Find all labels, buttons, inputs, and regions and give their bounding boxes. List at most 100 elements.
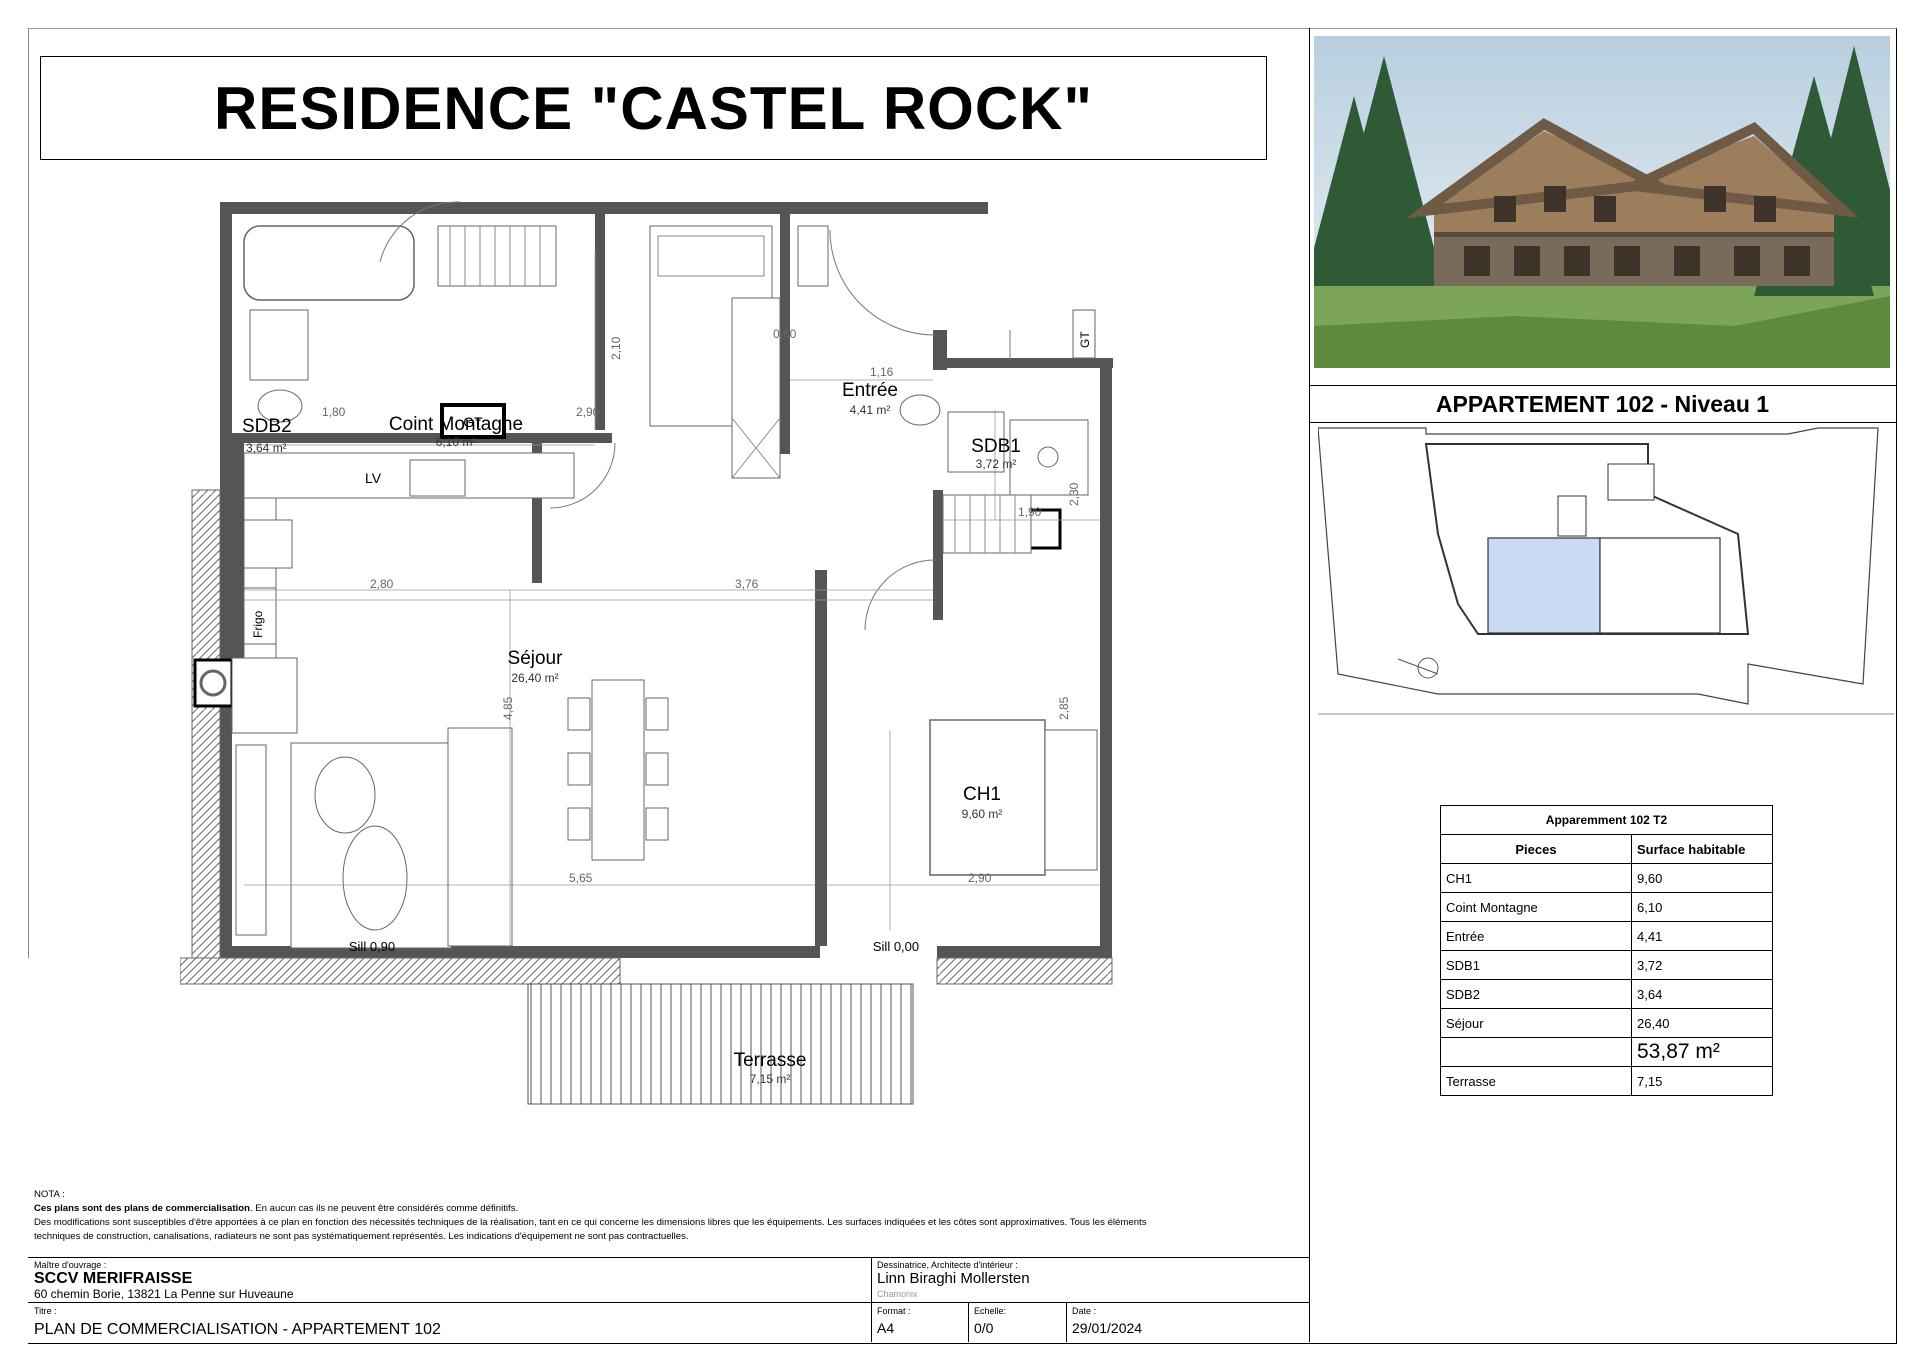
left-frame-line (28, 28, 29, 958)
gt-box-right (1072, 309, 1096, 359)
owner-name: SCCV MERIFRAISSE (34, 1270, 193, 1287)
right-panel-divider (1309, 28, 1310, 1342)
date-value: 29/01/2024 (1072, 1320, 1143, 1336)
meter-box (797, 225, 829, 287)
room-terrasse-area: 7,15 m² (750, 1072, 791, 1086)
title-block-hline (28, 1302, 871, 1303)
wardrobe-ch1-lines (954, 495, 1016, 553)
owner-label: Maître d'ouvrage : (34, 1260, 107, 1270)
dining-chairs (567, 697, 669, 841)
title-block-vline-1 (871, 1257, 872, 1342)
format-label: Format : (877, 1306, 911, 1316)
row-piece: SDB2 (1440, 979, 1632, 1009)
room-coint-area: 6,10 m² (436, 435, 477, 449)
shower-shaft (731, 297, 781, 479)
designer-name: Linn Biraghi Mollersten (877, 1270, 1030, 1287)
coffee-table-2 (342, 825, 408, 931)
room-ch1-name: CH1 (963, 784, 1001, 805)
bottom-insulation-left (180, 957, 621, 985)
scale-label: Echelle: (974, 1306, 1007, 1316)
notes-block: NOTA : Ces plans sont des plans de comme… (34, 1188, 1294, 1244)
room-entree-area: 4,41 m² (850, 403, 891, 417)
left-insulation (191, 489, 221, 961)
table-total: 53,87 m² (1631, 1037, 1773, 1067)
dim-2-10: 2,10 (609, 336, 623, 360)
room-sejour-name: Séjour (508, 648, 564, 669)
notes-line3: techniques de construction, canalisation… (34, 1231, 689, 1242)
dim-2-90-a: 2,90 (576, 405, 600, 419)
wardrobe-ch1 (942, 494, 1032, 554)
toilet-sdb1 (899, 394, 941, 426)
sill-right: Sill 0,00 (873, 939, 919, 954)
title-block-vline-3 (1066, 1302, 1067, 1342)
table-header-surface: Surface habitable (1631, 834, 1773, 864)
scale-value: 0/0 (974, 1320, 994, 1336)
row-piece: Entrée (1440, 921, 1632, 951)
row-piece: SDB1 (1440, 950, 1632, 980)
dim-2-30: 2,30 (1067, 482, 1081, 506)
dim-3-76: 3,76 (735, 577, 759, 591)
room-sdb1-area: 3,72 m² (976, 457, 1017, 471)
bathtub (243, 225, 415, 301)
dim-2-80: 2,80 (370, 577, 394, 591)
lv-label: LV (365, 470, 382, 486)
shower-sdb1 (1009, 419, 1089, 496)
cooktop (409, 459, 466, 497)
room-sejour-area: 26,40 m² (511, 671, 558, 685)
residence-title: RESIDENCE "CASTEL ROCK" (214, 74, 1093, 142)
pillow (657, 235, 765, 277)
row-surface: 3,72 (1631, 950, 1773, 980)
date-label: Date : (1072, 1306, 1097, 1316)
room-coint-name: Coint Montagne (389, 414, 523, 435)
site-plan (1318, 427, 1894, 715)
room-terrasse-name: Terrasse (734, 1050, 807, 1071)
row-piece: Séjour (1440, 1008, 1632, 1038)
dim-1-90: 1,90 (1018, 505, 1042, 519)
dining-table (591, 679, 645, 861)
dim-1-16: 1,16 (870, 365, 894, 379)
sofa (447, 727, 513, 947)
row-surface: 3,64 (1631, 979, 1773, 1009)
page-frame (28, 28, 1897, 1344)
notes-line1: . En aucun cas ils ne peuvent être consi… (249, 1203, 519, 1214)
bed-ch1-headboard (1044, 729, 1098, 871)
kitchen-counter (243, 452, 575, 499)
site-plan-highlight (1487, 537, 1601, 634)
floor-plan: GT LV Frigo GT (180, 201, 1113, 1105)
toilet-sdb2 (257, 389, 303, 423)
residence-title-box: RESIDENCE "CASTEL ROCK" (40, 56, 1267, 160)
wardrobe-coint (437, 225, 557, 287)
room-entree-name: Entrée (842, 380, 898, 401)
title-block (28, 1257, 1309, 1343)
dim-1-80: 1,80 (322, 405, 346, 419)
bed-ch1 (929, 719, 1046, 876)
apartment-title: APPARTEMENT 102 - Niveau 1 (1435, 390, 1770, 417)
notes-line2: Des modifications sont susceptibles d'êt… (34, 1217, 1147, 1228)
coffee-table-1 (314, 756, 376, 834)
apartment-title-bar: APPARTEMENT 102 - Niveau 1 (1309, 385, 1896, 423)
dim-2-85: 2,85 (1057, 696, 1071, 720)
title-label: Titre : (34, 1306, 57, 1316)
designer-city: Chamonix (877, 1289, 918, 1299)
stove-hearth (231, 657, 298, 734)
notes-bold: Ces plans sont des plans de commercialis… (34, 1203, 250, 1214)
sink-sdb2 (249, 309, 309, 381)
gt-label-right: GT (1078, 331, 1092, 348)
row-surface: 4,41 (1631, 921, 1773, 951)
room-sdb2-name: SDB2 (242, 416, 292, 437)
room-sdb1-name: SDB1 (971, 436, 1021, 457)
row-piece: Coint Montagne (1440, 892, 1632, 922)
frigo-label: Frigo (251, 610, 265, 638)
row-surface: 9,60 (1631, 863, 1773, 893)
surface-table: Apparemment 102 T2 Pieces Surface habita… (1440, 805, 1773, 1096)
format-value: A4 (877, 1320, 895, 1336)
row-piece: CH1 (1440, 863, 1632, 893)
dim-2-90-b: 2,90 (968, 871, 992, 885)
table-header-pieces: Pieces (1440, 834, 1632, 864)
row-surface: 7,15 (1631, 1066, 1773, 1096)
